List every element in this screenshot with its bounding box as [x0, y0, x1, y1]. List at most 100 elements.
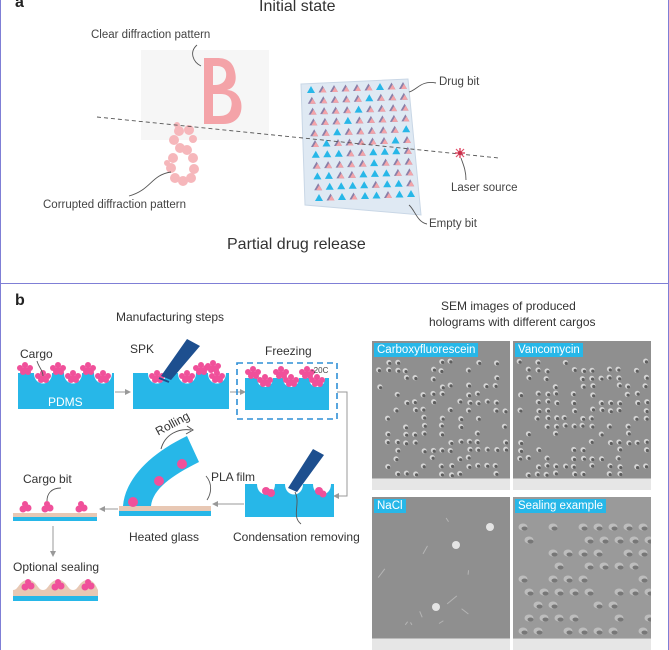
- sem-dot-shadow: [467, 394, 472, 398]
- label-corrupted-pattern: Corrupted diffraction pattern: [43, 199, 186, 211]
- sem-dot-shadow: [449, 384, 453, 388]
- sem-dot-shadow: [618, 409, 622, 413]
- sem-background: [513, 497, 651, 650]
- laser-source-icon: [455, 148, 465, 158]
- sem-bump-shadow: [641, 578, 648, 583]
- drug-fill: [368, 107, 375, 113]
- leader-clear: [192, 44, 202, 67]
- drug-fill: [368, 117, 375, 123]
- sem-dot-shadow: [554, 432, 558, 436]
- sem-dot-shadow: [600, 401, 604, 406]
- sem-dot-shadow: [440, 473, 445, 477]
- sem-crack: [446, 595, 458, 605]
- sem-dot-shadow: [617, 368, 621, 372]
- drug-fill: [334, 119, 341, 125]
- sem-dot-shadow: [626, 385, 631, 389]
- sem-crack: [461, 608, 469, 615]
- cargo-particle: [55, 362, 61, 368]
- sem-dot-shadow: [423, 432, 427, 436]
- sem-crack: [404, 621, 409, 626]
- sem-dot-shadow: [537, 369, 541, 373]
- sem-bump-shadow: [566, 578, 573, 583]
- sem-dot-shadow: [527, 456, 531, 460]
- sem-dot-shadow: [397, 361, 401, 365]
- sem-dot-shadow: [469, 448, 473, 452]
- sem-dot-shadow: [431, 456, 435, 460]
- step-freezing: [236, 362, 338, 420]
- sem-image-vancomycin: Vancomycin: [513, 341, 651, 490]
- sem-bump-shadow: [617, 617, 624, 622]
- drug-fill: [348, 151, 355, 157]
- sem-dot-shadow: [537, 401, 541, 405]
- sem-dot-shadow: [646, 400, 650, 405]
- hologram-bit: [311, 150, 320, 158]
- sem-dot-shadow: [546, 464, 550, 468]
- sem-dot-shadow: [618, 384, 622, 388]
- sem-dot-shadow: [519, 449, 524, 454]
- drug-fill: [360, 161, 367, 167]
- sem-dot-shadow: [527, 368, 531, 372]
- sem-dot-shadow: [495, 401, 499, 405]
- sem-dot-shadow: [432, 378, 436, 382]
- condensation-tool: [288, 449, 324, 492]
- sem-dot-shadow: [485, 385, 489, 389]
- sem-dot-shadow: [527, 432, 531, 437]
- sem-dot-shadow: [432, 449, 436, 453]
- sem-dot-shadow: [495, 362, 499, 366]
- sem-dot-shadow: [592, 384, 596, 389]
- sem-bump-shadow: [551, 552, 558, 557]
- sem-dot-shadow: [460, 425, 464, 430]
- drug-fill: [322, 119, 329, 125]
- sem-bump-shadow: [647, 539, 651, 544]
- sem-bump-shadow: [581, 578, 588, 583]
- sem-dot-shadow: [573, 425, 577, 429]
- sem-dot-shadow: [528, 376, 532, 380]
- drug-fill: [314, 163, 321, 169]
- sem-dot-shadow: [564, 465, 569, 469]
- sem-crack: [445, 517, 449, 523]
- sem-dot-shadow: [519, 441, 524, 446]
- drug-fill: [395, 160, 402, 166]
- step-cargo-bit: [13, 487, 97, 521]
- sem-dot-shadow: [556, 401, 560, 406]
- sem-dot-shadow: [486, 400, 490, 404]
- sem-dot-shadow: [413, 400, 417, 405]
- sem-dot-shadow: [422, 465, 426, 469]
- sem-dot-shadow: [645, 417, 649, 421]
- sem-dot-shadow: [582, 457, 587, 461]
- sem-dot-shadow: [627, 425, 631, 429]
- drug-fill: [373, 182, 380, 188]
- drug-fill: [358, 129, 365, 135]
- drug-fill: [395, 170, 402, 176]
- sem-dot-shadow: [644, 385, 648, 389]
- hologram-bit: [402, 125, 411, 133]
- sem-dot-shadow: [546, 370, 550, 374]
- hologram-bit: [407, 190, 415, 197]
- drug-fill: [405, 138, 411, 143]
- sem-dot-shadow: [413, 433, 418, 437]
- manufacturing-diagram: [13, 339, 348, 601]
- sem-dot-shadow: [635, 369, 639, 373]
- sem-dot-shadow: [477, 448, 481, 452]
- hologram-bit: [348, 181, 357, 189]
- sem-bump-shadow: [626, 552, 633, 557]
- leader-drug-bit: [408, 81, 437, 93]
- sem-dot-shadow: [538, 448, 542, 453]
- hologram-bit: [313, 172, 322, 180]
- sem-bump-shadow: [557, 617, 564, 622]
- sem-dot-shadow: [450, 474, 454, 478]
- sem-dot-shadow: [432, 400, 437, 405]
- sem-dot-shadow: [397, 449, 401, 453]
- drug-fill: [357, 118, 364, 124]
- label-cargo: Cargo: [20, 347, 53, 361]
- hologram-bit: [323, 150, 332, 158]
- corrupted-diffraction-letter: [164, 122, 199, 186]
- sem-bump-shadow: [566, 552, 573, 557]
- drug-fill: [391, 116, 398, 122]
- hologram-bit: [376, 83, 384, 90]
- drug-fill: [309, 98, 316, 104]
- cargo-particle: [85, 362, 91, 368]
- sem-background: [372, 497, 510, 650]
- sem-dot-shadow: [582, 385, 586, 389]
